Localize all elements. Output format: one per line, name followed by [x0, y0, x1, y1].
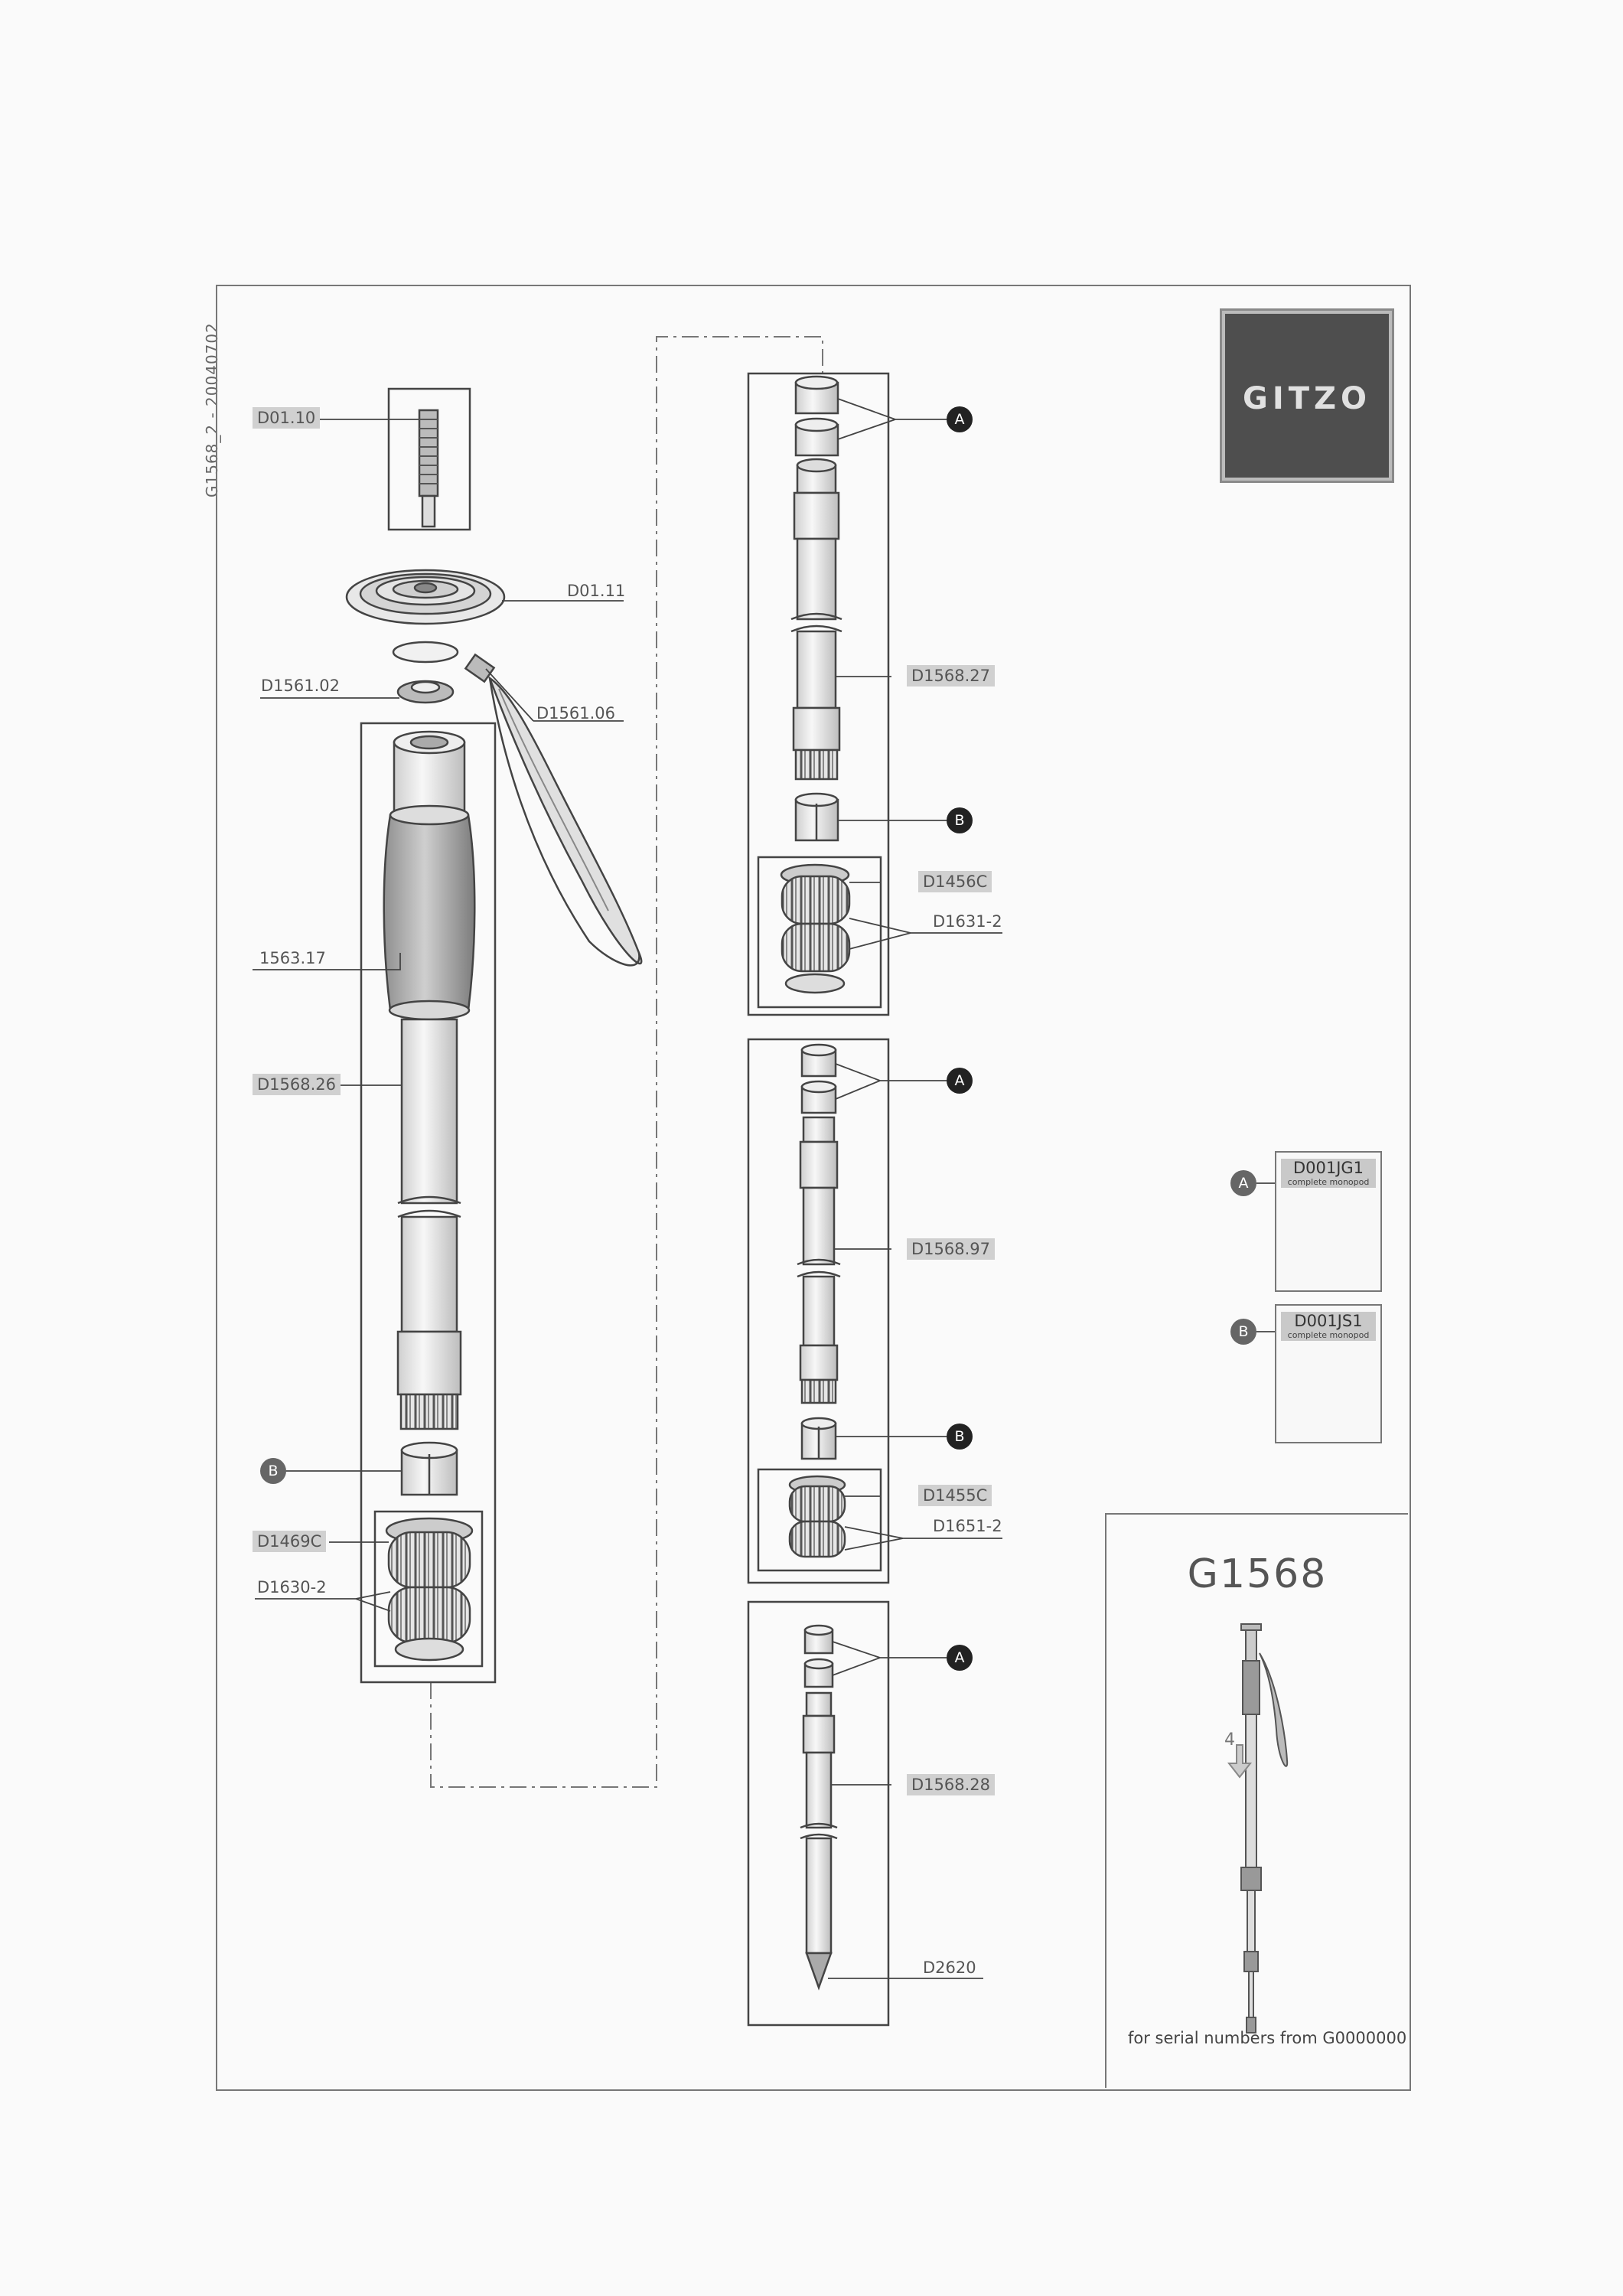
part-label-d1630-2: D1630-2 [257, 1578, 327, 1596]
serial-note: for serial numbers from G0000000 [1128, 2029, 1407, 2047]
brand-logo: GITZO [1220, 308, 1394, 483]
part-label-d1631-2: D1631-2 [933, 912, 1002, 931]
part-label-d01-11: D01.11 [567, 582, 626, 600]
part-label-d1568-27: D1568.27 [907, 665, 996, 687]
part-label-d1561-02: D1561.02 [261, 677, 341, 695]
part-label-d2620: D2620 [923, 1958, 976, 1977]
drawing-frame [216, 285, 1411, 2091]
spare-kit-description: complete monopod [1281, 1330, 1376, 1341]
part-label-d1469c: D1469C [253, 1531, 327, 1552]
model-title: G1568 [1187, 1551, 1328, 1597]
part-label-1563-17: 1563.17 [259, 949, 326, 967]
model-info-box: G1568 4 for serial numbers from G0000000 [1105, 1513, 1408, 2088]
spare-kit-description: complete monopod [1281, 1177, 1376, 1188]
monopod-thumbnail [1227, 1623, 1289, 2033]
part-label-d1456c: D1456C [918, 871, 992, 892]
brand-logo-text: GITZO [1242, 381, 1371, 416]
part-label-d1568-28: D1568.28 [907, 1774, 996, 1795]
section-connector [430, 336, 823, 1788]
callout-badge-a: A [947, 406, 973, 432]
spare-kit-badge-b: B [1230, 1319, 1256, 1345]
part-label-d1568-26: D1568.26 [253, 1074, 341, 1095]
part-label-d1568-97: D1568.97 [907, 1238, 996, 1260]
spare-kit-b: D001JS1 complete monopod [1275, 1304, 1382, 1443]
spare-kit-badge-a: A [1230, 1170, 1256, 1196]
spare-kit-a: D001JG1 complete monopod [1275, 1151, 1382, 1292]
callout-badge-b: B [260, 1458, 286, 1484]
spare-kit-code: D001JS1 [1281, 1312, 1376, 1330]
spare-kit-code: D001JG1 [1281, 1159, 1376, 1177]
part-label-d1455c: D1455C [918, 1485, 992, 1506]
callout-badge-b: B [947, 1424, 973, 1450]
section-count: 4 [1224, 1730, 1235, 1750]
part-label-d01-10: D01.10 [253, 407, 321, 429]
callout-badge-b: B [947, 807, 973, 833]
part-label-d1561-06: D1561.06 [536, 704, 616, 722]
callout-badge-a: A [947, 1645, 973, 1671]
part-label-d1651-2: D1651-2 [933, 1517, 1002, 1535]
callout-badge-a: A [947, 1068, 973, 1094]
